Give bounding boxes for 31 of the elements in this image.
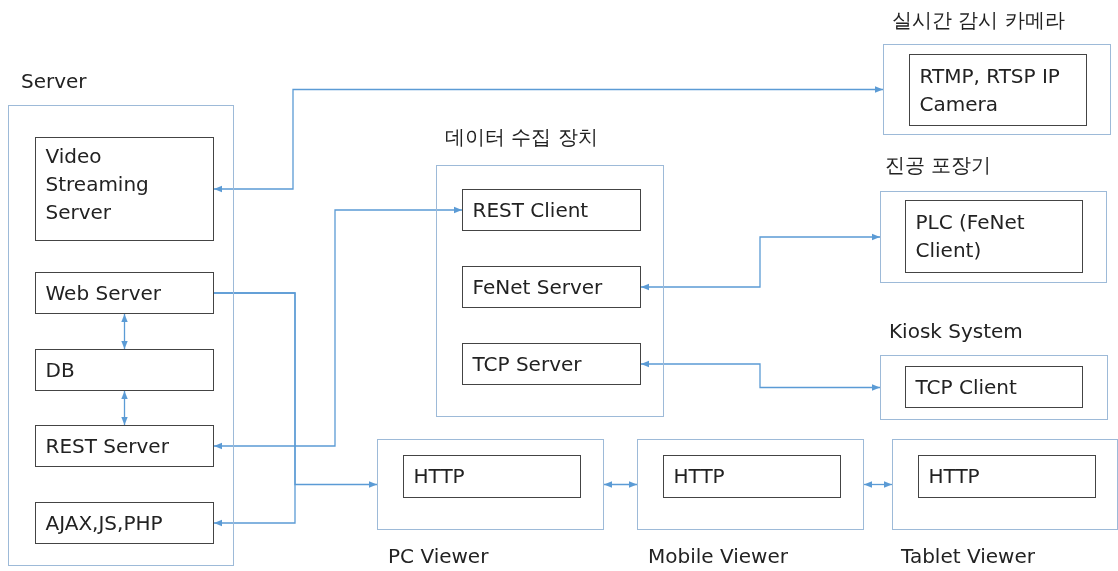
connector-arrow: [121, 313, 128, 350]
group-title: 진공 포장기: [885, 152, 992, 178]
component-box: Video Streaming Server: [34, 136, 214, 241]
component-box: TCP Server: [461, 342, 641, 385]
component-box: HTTP: [402, 454, 581, 498]
connector-arrow: [863, 481, 893, 488]
group-title: 데이터 수집 장치: [445, 124, 598, 150]
group-title: Server: [21, 68, 87, 94]
component-box: REST Server: [34, 424, 214, 467]
component-box: RTMP, RTSP IP Camera: [908, 53, 1087, 126]
component-box: TCP Client: [904, 365, 1083, 408]
component-box: DB: [34, 348, 214, 391]
group-title: PC Viewer: [388, 543, 489, 569]
component-box: FeNet Server: [461, 265, 641, 308]
connector-arrow: [121, 390, 128, 426]
component-box: Web Server: [34, 271, 214, 314]
component-box: HTTP: [917, 454, 1096, 498]
component-box: HTTP: [662, 454, 841, 498]
connector-arrow: [213, 206, 463, 450]
connector-arrow: [603, 481, 638, 488]
group-title: Tablet Viewer: [901, 543, 1035, 569]
component-box: AJAX,JS,PHP: [34, 501, 214, 544]
connector-arrow: [213, 292, 378, 488]
connector-arrow: [640, 233, 881, 291]
group-title: 실시간 감시 카메라: [892, 7, 1065, 33]
connector-arrow: [213, 86, 884, 193]
group-title: Kiosk System: [889, 318, 1023, 344]
component-box: PLC (FeNet Client): [904, 199, 1083, 273]
component-box: REST Client: [461, 188, 641, 231]
connector-arrow: [640, 360, 881, 391]
group-title: Mobile Viewer: [648, 543, 788, 569]
